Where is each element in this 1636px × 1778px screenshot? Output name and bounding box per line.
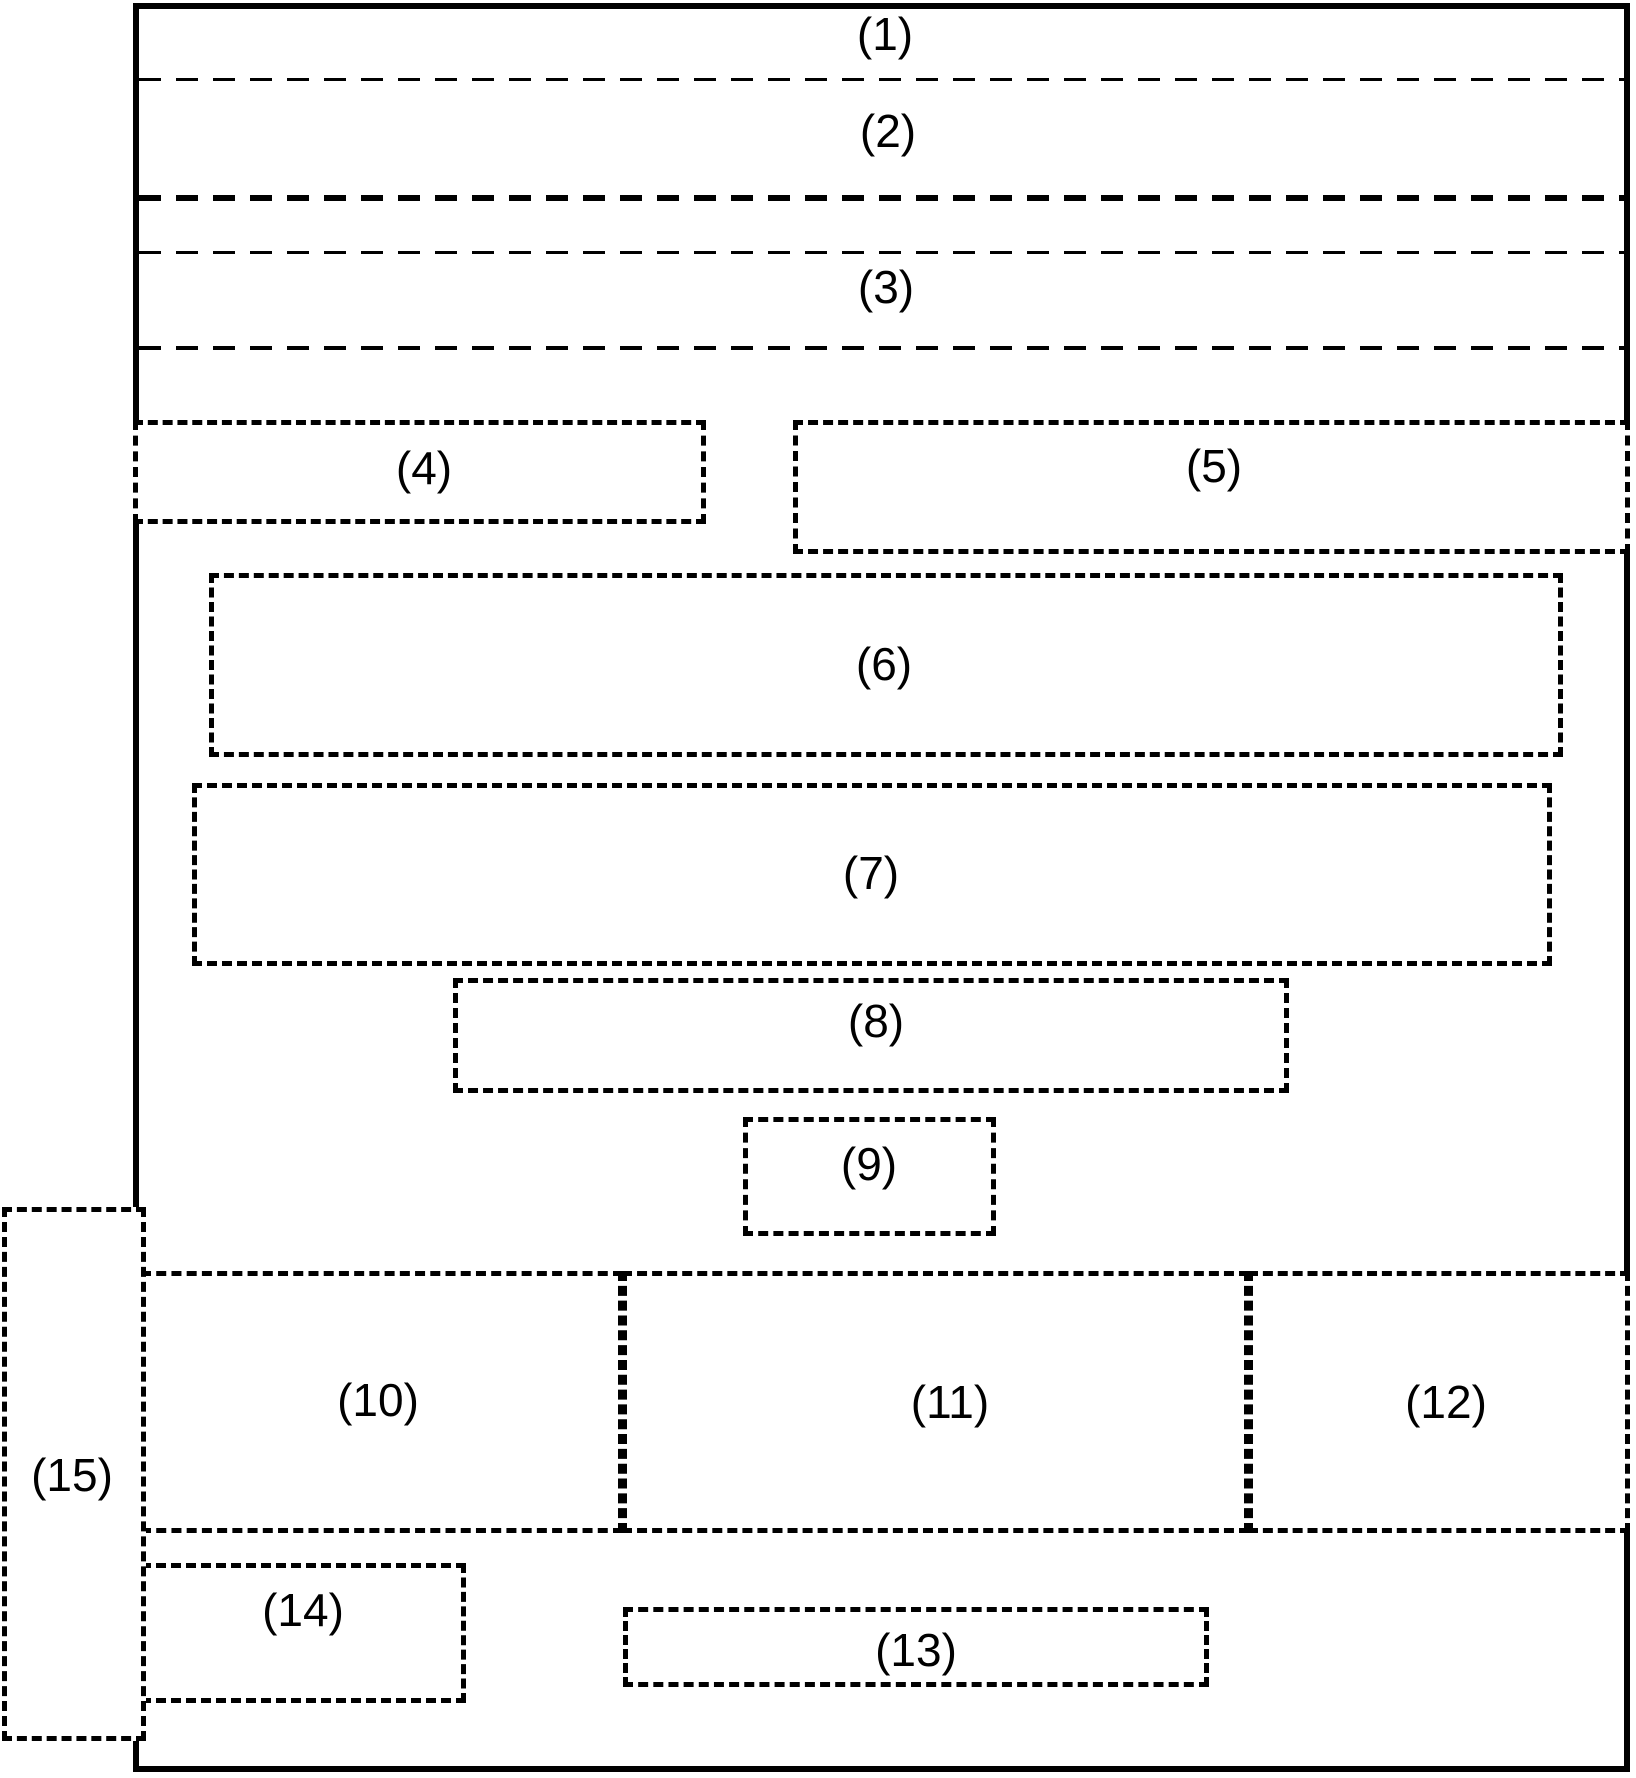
region-box-13 [623, 1607, 1209, 1687]
region-label-6: (6) [855, 638, 913, 690]
region-box-5 [793, 420, 1630, 554]
region-label-4: (4) [395, 442, 453, 494]
region-box-6 [209, 573, 1563, 757]
region-label-11: (11) [910, 1376, 990, 1428]
region-box-7 [192, 783, 1552, 966]
region-label-15: (15) [31, 1449, 113, 1501]
region-label-2: (2) [859, 105, 917, 157]
region-label-14: (14) [262, 1584, 344, 1636]
region-label-12: (12) [1405, 1376, 1487, 1428]
region-label-3: (3) [857, 261, 915, 313]
divider-line-4 [139, 346, 1625, 350]
region-label-5: (5) [1185, 440, 1243, 492]
divider-line-2 [139, 195, 1625, 201]
region-box-9 [743, 1117, 996, 1236]
region-label-8: (8) [847, 995, 905, 1047]
outer-boundary [133, 3, 1630, 1772]
region-label-7: (7) [842, 847, 900, 899]
region-box-10 [141, 1271, 623, 1533]
region-label-13: (13) [875, 1624, 957, 1676]
region-label-10: (10) [337, 1374, 419, 1426]
region-label-1: (1) [856, 8, 914, 60]
region-box-4 [133, 420, 706, 524]
region-box-14 [141, 1563, 466, 1703]
region-box-8 [453, 978, 1289, 1093]
region-label-9: (9) [840, 1138, 898, 1190]
region-box-15 [2, 1207, 146, 1741]
divider-line-3 [139, 251, 1625, 254]
region-box-11 [622, 1271, 1249, 1533]
region-box-12 [1248, 1271, 1630, 1533]
divider-line-1 [139, 78, 1625, 81]
